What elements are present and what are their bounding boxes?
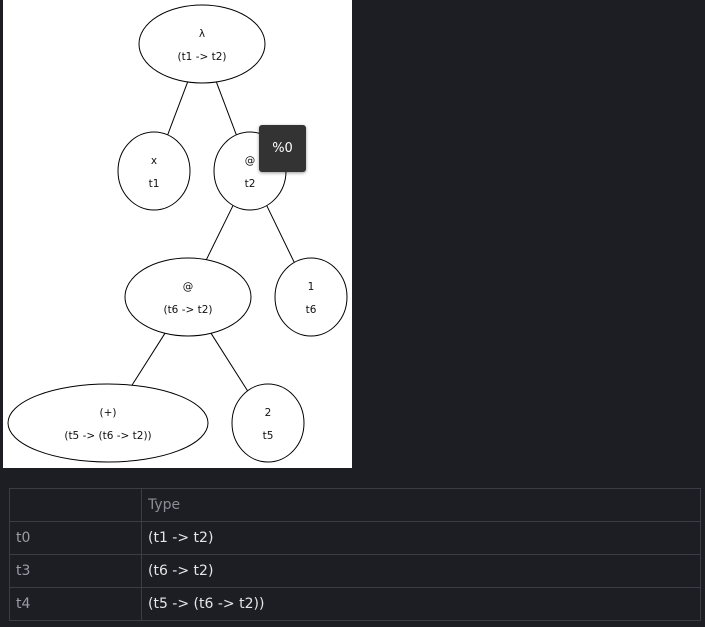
tree-node-shape[interactable]: [274, 257, 348, 337]
tree-node-type: t1: [149, 178, 160, 190]
tree-node-type: t5: [263, 430, 274, 442]
column-header-variable: [9, 488, 142, 522]
tree-node-type: t2: [245, 178, 256, 190]
type-table: Type t0 (t1 -> t2) t3 (t6 -> t2) t4 (t5 …: [9, 488, 701, 621]
tree-node-label: 2: [265, 407, 272, 419]
table-header-row: Type: [9, 488, 701, 522]
tree-node-label: 1: [308, 281, 315, 293]
tree-edge: [266, 205, 295, 263]
tree-node-label: @: [183, 281, 194, 293]
tree-node-shape[interactable]: [124, 257, 252, 337]
tree-edge: [205, 205, 234, 260]
tree-nodes: λ (t1 -> t2) x t1 @ t2 @ (t6 -> t2) 1 t6 (+) (t5 ->…: [7, 4, 348, 463]
node-tooltip: %0: [259, 125, 306, 172]
tree-node-type: (t5 -> (t6 -> t2)): [64, 430, 151, 442]
tree-edge: [210, 333, 249, 392]
type-variable-cell: t3: [9, 554, 142, 588]
tree-node-shape[interactable]: [117, 131, 191, 211]
tree-node-type: t6: [306, 304, 317, 316]
tree-node-app2[interactable]: @ (t6 -> t2): [124, 257, 252, 337]
type-variable-cell: t4: [9, 587, 142, 621]
syntax-tree: λ (t1 -> t2) x t1 @ t2 @ (t6 -> t2) 1 t6 (+) (t5 ->…: [7, 4, 348, 463]
tree-node-type: (t1 -> t2): [177, 51, 226, 63]
tree-node-label: @: [245, 155, 256, 167]
table-row: t3 (t6 -> t2): [9, 554, 701, 588]
tree-node-x[interactable]: x t1: [117, 131, 191, 211]
tree-node-plus[interactable]: (+) (t5 -> (t6 -> t2)): [7, 383, 209, 463]
tree-node-label: (+): [100, 407, 117, 419]
tree-node-label: x: [151, 155, 157, 167]
syntax-tree-panel: λ (t1 -> t2) x t1 @ t2 @ (t6 -> t2) 1 t6 (+) (t5 ->…: [3, 0, 352, 468]
type-value-cell: (t6 -> t2): [141, 554, 701, 588]
column-header-type: Type: [141, 488, 701, 522]
tree-node-type: (t6 -> t2): [163, 304, 212, 316]
tree-edge: [131, 333, 166, 386]
tree-node-root[interactable]: λ (t1 -> t2): [138, 4, 266, 84]
table-row: t4 (t5 -> (t6 -> t2)): [9, 587, 701, 621]
type-variable-cell: t0: [9, 521, 142, 555]
tree-edges: [131, 81, 295, 392]
tree-node-label: λ: [199, 28, 205, 40]
tree-node-one[interactable]: 1 t6: [274, 257, 348, 337]
tree-edge: [167, 81, 189, 136]
tree-node-two[interactable]: 2 t5: [231, 383, 305, 463]
tree-node-shape[interactable]: [7, 383, 209, 463]
type-value-cell: (t1 -> t2): [141, 521, 701, 555]
tree-node-shape[interactable]: [231, 383, 305, 463]
type-value-cell: (t5 -> (t6 -> t2)): [141, 587, 701, 621]
tree-node-shape[interactable]: [138, 4, 266, 84]
tree-edge: [215, 81, 237, 136]
table-row: t0 (t1 -> t2): [9, 521, 701, 555]
